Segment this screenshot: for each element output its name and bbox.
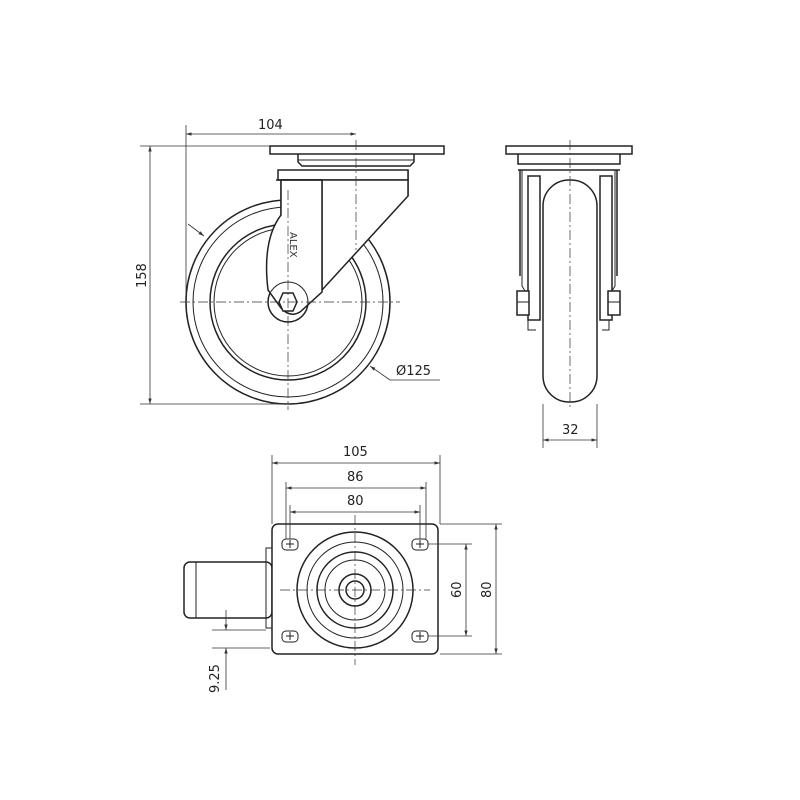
dim-hole-span-outer: 86 (347, 470, 364, 485)
dim-plate-depth-outer: 80 (480, 581, 495, 598)
dim-side-width: 104 (258, 118, 283, 133)
dim-side-height: 158 (135, 263, 150, 288)
mount-hole-br (411, 630, 429, 643)
dim-wheel-diameter: Ø125 (396, 364, 431, 379)
top-view: 105 86 80 60 80 9.25 (183, 445, 502, 693)
side-view: ALEX 104 158 Ø125 (135, 118, 445, 410)
svg-text:ALEX: ALEX (287, 232, 298, 258)
front-view: 32 (505, 140, 633, 448)
mount-hole-bl (281, 630, 299, 643)
dim-offset: 9.25 (208, 664, 223, 693)
dim-hole-span-inner: 80 (347, 494, 364, 509)
dim-plate-depth-inner: 60 (450, 581, 465, 598)
dim-front-width: 32 (562, 423, 579, 438)
dim-plate-width: 105 (343, 445, 368, 460)
brand-logo: ALEX (287, 232, 298, 258)
